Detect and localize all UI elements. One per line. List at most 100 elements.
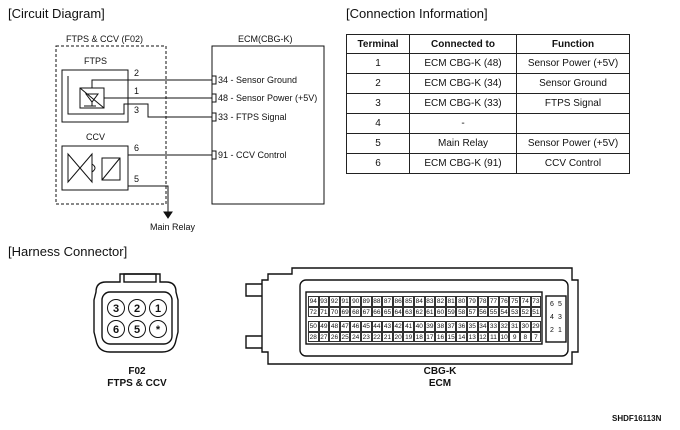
ecm-pin-cell: 74 xyxy=(520,296,531,307)
ecm-pin-cell: 60 xyxy=(435,306,446,317)
f02-pin-6: 6 xyxy=(107,320,125,338)
circuit-diagram-header: [Circuit Diagram] xyxy=(8,6,105,21)
ecm-pin-cell: 48 xyxy=(329,321,340,332)
ccv-label: CCV xyxy=(86,132,106,142)
ecm-label: CBG-K ECM xyxy=(400,366,480,390)
ecm-pin-cell: 90 xyxy=(350,296,361,307)
ecm-pin-cell: 83 xyxy=(424,296,436,307)
ecm-pin-cell: 53 xyxy=(509,306,520,317)
ecm-pin-cell: 71 xyxy=(318,306,330,317)
ecm-pin-cell: 55 xyxy=(488,306,499,317)
ecm-pin-cell: 82 xyxy=(435,296,446,307)
ecm-pin-48: 48 - Sensor Power (+5V) xyxy=(218,93,318,103)
ecm-pin-cell: 81 xyxy=(445,296,457,307)
ecm-pin-91: 91 - CCV Control xyxy=(218,150,287,160)
ecm-pin-cell: 59 xyxy=(445,306,457,317)
ecm-pin-num: 34 xyxy=(218,75,229,85)
ecm-pin-cell: 39 xyxy=(424,321,436,332)
f02-pin-1: 1 xyxy=(149,299,167,317)
ecm-box xyxy=(211,45,325,205)
ecm-pin-cell: 58 xyxy=(456,306,467,317)
ecm-pin-name: Sensor Power (+5V) xyxy=(236,93,318,103)
ecm-pin-34: 34 - Sensor Ground xyxy=(218,75,298,85)
ecm-pin-cell: 18 xyxy=(414,331,425,342)
ecm-pin-cell: 69 xyxy=(339,306,351,317)
ecm-pin-cell: 89 xyxy=(361,296,372,307)
ecm-pin-name: CCV Control xyxy=(236,150,287,160)
ecm-pin-cell: 44 xyxy=(371,321,383,332)
ecm-pin-33: 33 - FTPS Signal xyxy=(218,112,287,122)
ecm-pin-cell: 29 xyxy=(530,321,542,332)
ecm-pin-cell: 14 xyxy=(456,331,467,342)
ecm-title: ECM(CBG-K) xyxy=(238,34,293,44)
ecm-pin-cell: 37 xyxy=(445,321,457,332)
ecm-pin-cell: 40 xyxy=(414,321,425,332)
ecm-pin-cell: 86 xyxy=(392,296,404,307)
ecm-pin-cell: 88 xyxy=(371,296,383,307)
f02-pin-3: 3 xyxy=(107,299,125,317)
ecm-pin-cell: 75 xyxy=(509,296,520,307)
ecm-pin-cell: 72 xyxy=(308,306,319,317)
ecm-side-pin-cell: 5 xyxy=(558,301,562,308)
ecm-pin-cell: 62 xyxy=(414,306,425,317)
ecm-pin-cell: 41 xyxy=(403,321,414,332)
ecm-pin-cell: 46 xyxy=(350,321,361,332)
cell: CCV Control xyxy=(516,153,630,174)
module-title: FTPS & CCV (F02) xyxy=(66,34,144,44)
ecm-pin-cell: 26 xyxy=(329,331,340,342)
ecm-pin-cell: 92 xyxy=(329,296,340,307)
ecm-pin-cell: 57 xyxy=(467,306,478,317)
harness-connector-header: [Harness Connector] xyxy=(8,244,128,259)
ecm-pin-num: 33 xyxy=(218,112,229,122)
ecm-pin-cell: 19 xyxy=(403,331,414,342)
ecm-pin-cell: 52 xyxy=(520,306,531,317)
ecm-pin-cell: 9 xyxy=(509,331,520,342)
ecm-pin-cell: 64 xyxy=(392,306,404,317)
ecm-pin-cell: 7 xyxy=(530,331,542,342)
ecm-pin-cell: 49 xyxy=(318,321,330,332)
pin-label-2: 2 xyxy=(134,68,140,78)
ecm-pin-name: FTPS Signal xyxy=(236,112,287,122)
ecm-pin-num: 48 xyxy=(218,93,229,103)
ecm-pin-cell: 23 xyxy=(361,331,372,342)
f02-pin-2: 2 xyxy=(128,299,146,317)
ecm-pin-cell: 22 xyxy=(371,331,383,342)
ecm-pin-cell: 91 xyxy=(339,296,351,307)
ecm-pin-cell: 77 xyxy=(488,296,499,307)
ftps-box xyxy=(61,69,129,123)
ecm-pin-cell: 32 xyxy=(498,321,510,332)
ecm-pin-cell: 13 xyxy=(467,331,478,342)
ecm-pin-cell: 63 xyxy=(403,306,414,317)
ecm-pin-cell: 54 xyxy=(498,306,510,317)
module-dashed-box xyxy=(55,45,167,205)
ecm-pin-cell: 8 xyxy=(520,331,531,342)
ecm-pin-cell: 68 xyxy=(350,306,361,317)
ecm-pin-cell: 34 xyxy=(477,321,489,332)
ecm-pin-cell: 11 xyxy=(488,331,499,342)
ecm-pin-cell: 78 xyxy=(477,296,489,307)
ecm-pin-cell: 73 xyxy=(530,296,542,307)
ecm-pin-cell: 61 xyxy=(424,306,436,317)
ecm-pin-cell: 66 xyxy=(371,306,383,317)
ecm-pin-cell: 35 xyxy=(467,321,478,332)
ecm-side-pin-cell: 3 xyxy=(558,314,562,321)
ecm-side-pin-cell: 2 xyxy=(550,327,554,334)
main-relay-label: Main Relay xyxy=(150,222,196,232)
ecm-pin-cell: 31 xyxy=(509,321,520,332)
table-header-row: Terminal Connected to Function xyxy=(346,34,630,54)
ecm-pin-cell: 93 xyxy=(318,296,330,307)
f02-pin-blank: * xyxy=(149,320,167,338)
pin-label-5: 5 xyxy=(134,174,140,184)
ecm-pin-cell: 84 xyxy=(414,296,425,307)
ecm-pin-cell: 45 xyxy=(361,321,372,332)
ecm-pin-cell: 33 xyxy=(488,321,499,332)
ccv-box xyxy=(61,145,129,191)
pin-label-1: 1 xyxy=(134,86,140,96)
ecm-pin-cell: 87 xyxy=(382,296,393,307)
f02-pin-5: 5 xyxy=(128,320,146,338)
